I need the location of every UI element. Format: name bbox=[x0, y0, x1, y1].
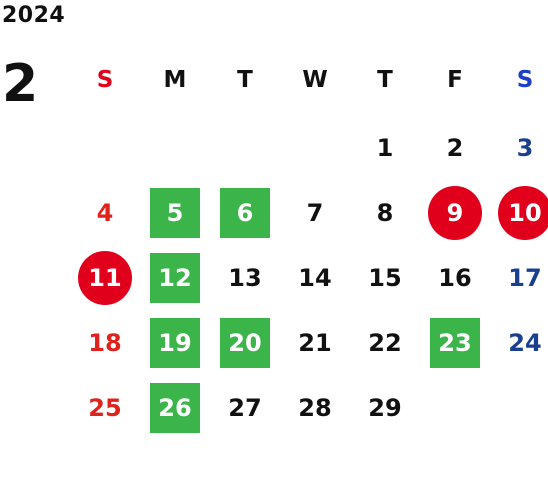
day-number: 16 bbox=[438, 263, 472, 292]
day-cell[interactable]: 16 bbox=[420, 245, 490, 310]
day-number: 9 bbox=[428, 185, 482, 240]
day-cell[interactable]: 13 bbox=[210, 245, 280, 310]
day-cell[interactable]: 7 bbox=[280, 180, 350, 245]
day-number: 17 bbox=[508, 263, 542, 292]
weekday-wednesday: W bbox=[302, 67, 328, 93]
weekday-thursday: T bbox=[377, 67, 393, 93]
empty-day-cell bbox=[70, 115, 140, 180]
day-number: 7 bbox=[306, 198, 324, 227]
day-cell[interactable]: 26 bbox=[140, 375, 210, 440]
day-number: 26 bbox=[150, 382, 200, 433]
day-number: 4 bbox=[96, 198, 114, 227]
day-number: 27 bbox=[228, 393, 262, 422]
day-cell[interactable]: 11 bbox=[70, 245, 140, 310]
day-cell[interactable]: 14 bbox=[280, 245, 350, 310]
day-cell[interactable]: 25 bbox=[70, 375, 140, 440]
day-number: 19 bbox=[150, 317, 200, 368]
day-cell[interactable]: 2 bbox=[420, 115, 490, 180]
day-number: 21 bbox=[298, 328, 332, 357]
day-number: 24 bbox=[508, 328, 542, 357]
day-number: 14 bbox=[298, 263, 332, 292]
day-cell[interactable]: 20 bbox=[210, 310, 280, 375]
day-number: 1 bbox=[376, 133, 394, 162]
day-number: 28 bbox=[298, 393, 332, 422]
day-cell[interactable]: 5 bbox=[140, 180, 210, 245]
day-number: 3 bbox=[516, 133, 534, 162]
day-cell[interactable]: 24 bbox=[490, 310, 548, 375]
day-number: 25 bbox=[88, 393, 122, 422]
day-cell[interactable]: 18 bbox=[70, 310, 140, 375]
day-cell[interactable]: 9 bbox=[420, 180, 490, 245]
day-number: 6 bbox=[220, 187, 270, 238]
day-number: 20 bbox=[220, 317, 270, 368]
empty-day-cell bbox=[140, 115, 210, 180]
day-cell[interactable]: 15 bbox=[350, 245, 420, 310]
day-cell[interactable]: 12 bbox=[140, 245, 210, 310]
empty-day-cell bbox=[280, 115, 350, 180]
day-cell[interactable]: 3 bbox=[490, 115, 548, 180]
day-cell[interactable]: 29 bbox=[350, 375, 420, 440]
day-number: 12 bbox=[150, 252, 200, 303]
day-cell[interactable]: 21 bbox=[280, 310, 350, 375]
day-number: 29 bbox=[368, 393, 402, 422]
day-cell[interactable]: 23 bbox=[420, 310, 490, 375]
day-number: 11 bbox=[78, 250, 132, 305]
day-cell[interactable]: 27 bbox=[210, 375, 280, 440]
weekday-friday: F bbox=[447, 67, 463, 93]
month-number: 2 bbox=[2, 54, 39, 114]
day-number: 23 bbox=[430, 317, 480, 368]
year-label: 2024 bbox=[2, 3, 66, 28]
day-cell[interactable]: 28 bbox=[280, 375, 350, 440]
day-number: 22 bbox=[368, 328, 402, 357]
day-number: 2 bbox=[446, 133, 464, 162]
day-cell[interactable]: 19 bbox=[140, 310, 210, 375]
empty-day-cell bbox=[210, 115, 280, 180]
day-cell[interactable]: 6 bbox=[210, 180, 280, 245]
day-cell[interactable]: 1 bbox=[350, 115, 420, 180]
weekday-tuesday: T bbox=[237, 67, 253, 93]
day-cell[interactable]: 8 bbox=[350, 180, 420, 245]
weekday-monday: M bbox=[163, 67, 187, 93]
day-cell[interactable]: 17 bbox=[490, 245, 548, 310]
day-number: 18 bbox=[88, 328, 122, 357]
day-number: 15 bbox=[368, 263, 402, 292]
day-cell[interactable]: 22 bbox=[350, 310, 420, 375]
day-cell[interactable]: 10 bbox=[490, 180, 548, 245]
day-cell[interactable]: 4 bbox=[70, 180, 140, 245]
day-number: 5 bbox=[150, 187, 200, 238]
weekday-sunday: S bbox=[96, 67, 114, 93]
day-number: 13 bbox=[228, 263, 262, 292]
weekday-saturday: S bbox=[516, 67, 534, 93]
day-number: 10 bbox=[498, 185, 548, 240]
day-number: 8 bbox=[376, 198, 394, 227]
